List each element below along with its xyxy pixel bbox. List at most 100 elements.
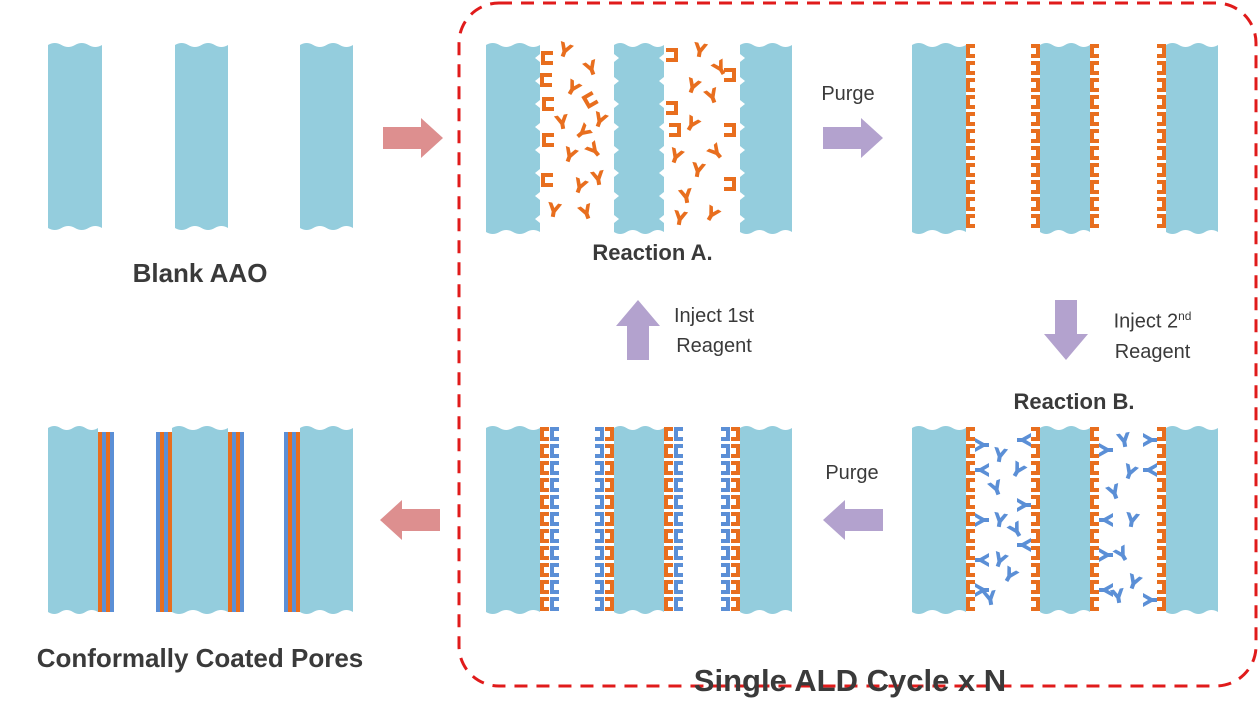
free-molecule [975,438,989,452]
free-molecule [1105,483,1119,500]
free-molecule [1143,593,1157,607]
free-molecule [692,161,707,178]
surface-molecule [550,427,559,441]
pore-wall [175,43,228,230]
surface-molecule [595,478,604,492]
surface-molecule [966,146,975,160]
free-molecule [724,123,736,137]
free-molecule [975,583,989,597]
surface-molecule [1090,427,1099,441]
surface-molecule [595,512,604,526]
free-molecule [994,446,1009,463]
surface-molecule [966,78,975,92]
free-molecule [1006,520,1022,538]
surface-molecule [966,461,975,475]
surface-molecule [1031,214,1040,228]
pore-wall [300,426,353,614]
free-molecule [975,463,989,477]
coating-stripe [232,432,236,612]
coating-stripe [156,432,160,612]
free-molecule [595,111,609,128]
surface-molecule [1090,197,1099,211]
surface-molecule [1031,563,1040,577]
surface-molecule [1090,163,1099,177]
surface-molecule [1090,112,1099,126]
surface-molecule [1157,61,1166,75]
surface-molecule [605,427,614,441]
inject-second-sup: nd [1178,309,1192,323]
coating-stripe [110,432,114,612]
surface-molecule [966,112,975,126]
pore-wall [48,426,98,614]
surface-molecule [540,597,549,611]
coating-stripe [240,432,244,612]
surface-molecule [540,478,549,492]
layer-a [540,427,549,611]
surface-molecule [595,597,604,611]
surface-molecule [674,461,683,475]
blank-aao-panel [48,43,353,230]
surface-molecule [550,478,559,492]
free-molecule [560,41,574,58]
surface-molecule [674,512,683,526]
surface-molecule [1031,478,1040,492]
surface-molecule [605,461,614,475]
free-molecule [1099,548,1113,562]
surface-molecule [731,580,740,594]
blank-aao-label: Blank AAO [132,258,268,288]
free-molecule [1129,573,1143,590]
inject-first-reagent-label: Inject 1st Reagent [659,301,769,361]
surface-molecule [1090,461,1099,475]
coating-layer [98,432,114,612]
free-molecule [994,511,1009,528]
inject-second-line1: Inject 2nd [1095,301,1210,337]
surface-molecule [550,444,559,458]
surface-molecule [966,163,975,177]
pore-wall [1040,426,1090,614]
surface-molecule [1031,78,1040,92]
surface-molecule [966,214,975,228]
surface-molecule [1031,512,1040,526]
surface-molecule [721,580,730,594]
surface-molecule [674,563,683,577]
surface-molecule [1157,163,1166,177]
surface-molecule [1090,495,1099,509]
surface-molecule [1031,529,1040,543]
pore-wall [912,426,966,614]
surface-molecule [966,495,975,509]
surface-molecule [966,95,975,109]
surface-molecule [605,512,614,526]
surface-molecule [1031,495,1040,509]
surface-molecule [1157,146,1166,160]
surface-molecule [595,580,604,594]
free-molecule [1012,460,1028,478]
surface-molecule [664,597,673,611]
layer-a-right [1157,427,1166,611]
surface-molecule [540,444,549,458]
surface-molecule [674,478,683,492]
surface-molecule [1031,112,1040,126]
surface-molecule [605,580,614,594]
free-molecule [1017,433,1031,447]
surface-molecule [1090,95,1099,109]
layer-a [731,427,740,611]
surface-molecule [966,61,975,75]
surface-molecule [1157,180,1166,194]
surface-molecule [1090,597,1099,611]
free-molecule [1099,443,1113,457]
free-molecule [540,73,552,87]
surface-molecule [1157,78,1166,92]
surface-molecule [1031,461,1040,475]
surface-molecule [664,546,673,560]
surface-molecule [731,461,740,475]
surface-molecule [1031,597,1040,611]
layer-b [674,427,683,611]
surface-molecule [721,563,730,577]
free-molecule [710,58,726,76]
surface-molecule [966,546,975,560]
surface-molecule [664,478,673,492]
free-molecule [666,48,678,62]
surface-molecule [966,129,975,143]
surface-molecule [1157,563,1166,577]
surface-molecule [966,597,975,611]
